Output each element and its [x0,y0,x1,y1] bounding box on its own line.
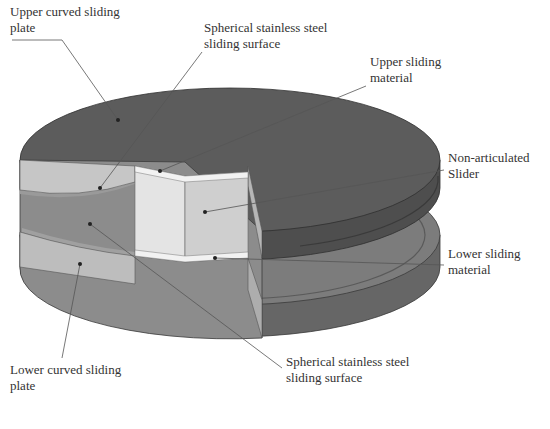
part-label: Lower curved sliding plate [10,362,140,394]
upper-sliding-material [135,166,248,182]
part-label: Lower sliding material [448,246,532,278]
upper-plate-front-cut [248,166,262,258]
cutaway-window [20,160,262,339]
part-label: Spherical stainless steel sliding surfac… [286,354,436,386]
part-label: Upper sliding material [370,54,450,86]
lower-plate-front-cut [248,258,262,338]
leader-dot [203,210,207,214]
leader-line [215,258,444,265]
leader-dot [213,256,217,260]
part-label: Non-articulated Slider [448,150,544,182]
leader-dot [98,186,102,190]
leader-line [160,86,366,171]
leader-dot [116,118,120,122]
leader-line [205,170,444,212]
leader-line [12,40,118,120]
part-label: Spherical stainless steel sliding surfac… [204,20,354,52]
slider-front-face [185,172,248,262]
leader-dot [78,262,82,266]
upper-plate-cut-face [20,160,135,194]
leader-dot [158,169,162,173]
leader-line [90,224,282,368]
lower-sliding-material [135,250,248,262]
leader-dot [88,222,92,226]
part-label: Upper curved sliding plate [10,4,140,36]
leader-line [100,52,202,188]
leader-lines [12,40,444,368]
leader-line [62,264,80,358]
leader-dots [78,118,217,266]
